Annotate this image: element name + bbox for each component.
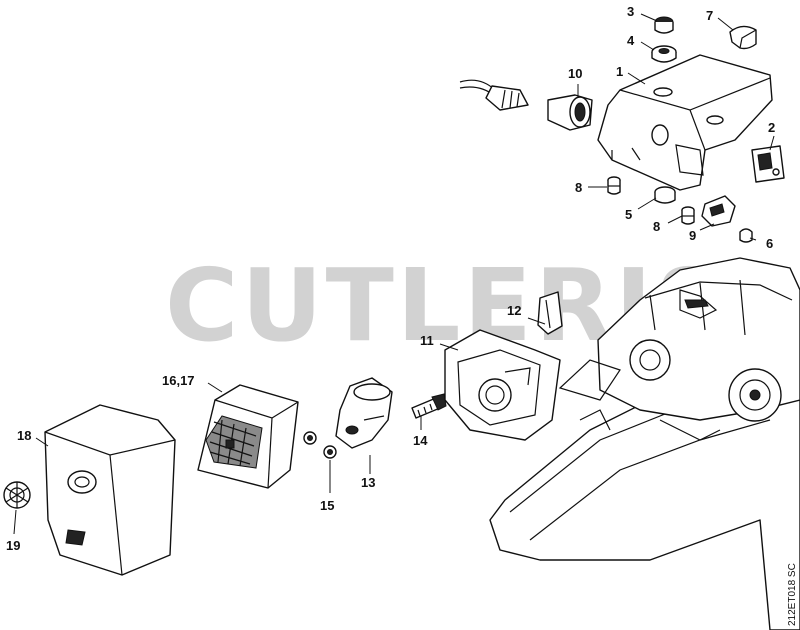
callout-5: 5: [625, 207, 632, 222]
callout-6: 6: [766, 236, 773, 251]
part-1-shroud: [597, 54, 773, 191]
callout-4: 4: [627, 33, 635, 48]
callout-8-upper: 8: [575, 180, 582, 195]
callout-1: 1: [616, 64, 623, 79]
part-8-buffer-upper: [607, 176, 621, 195]
callout-14: 14: [413, 433, 428, 448]
part-12-baffle: [537, 291, 563, 335]
part-19-knob: [3, 481, 31, 509]
leader-lines: [13, 13, 775, 535]
callout-2: 2: [768, 120, 775, 135]
part-7-cap: [729, 25, 757, 50]
part-11-carburetor-box: [444, 329, 561, 441]
callout-10: 10: [568, 66, 582, 81]
part-6-plug: [739, 228, 753, 243]
callout-7: 7: [706, 8, 713, 23]
callout-16-17: 16,17: [162, 373, 195, 388]
part-14-screw: [411, 393, 447, 419]
part-4-grommet: [651, 45, 677, 63]
callout-18: 18: [17, 428, 31, 443]
callout-labels: 3 4 7 1 10 2 8 5 8 9 6 12 11 16,17 14 13…: [6, 4, 775, 553]
part-13-flange: [335, 377, 393, 449]
callout-3: 3: [627, 4, 634, 19]
ignition-lead: [459, 79, 529, 111]
callout-19: 19: [6, 538, 20, 553]
saw-housing: [489, 257, 800, 630]
part-9-latch: [701, 195, 736, 227]
callout-11: 11: [420, 333, 434, 348]
callout-13: 13: [361, 475, 375, 490]
callout-15: 15: [320, 498, 334, 513]
callout-12: 12: [507, 303, 521, 318]
part-8-buffer-lower: [681, 206, 695, 225]
part-3-plug: [654, 16, 674, 34]
callout-8-lower: 8: [653, 219, 660, 234]
part-15-nuts: [303, 431, 337, 459]
part-16-17-air-filter: [197, 384, 299, 489]
reference-code: 212ET018 SC: [787, 563, 798, 626]
part-10-boot: [547, 94, 593, 131]
part-5-grommet: [654, 186, 676, 204]
part-18-cover: [44, 404, 176, 576]
part-2-plate: [751, 145, 785, 183]
callout-9: 9: [689, 228, 696, 243]
